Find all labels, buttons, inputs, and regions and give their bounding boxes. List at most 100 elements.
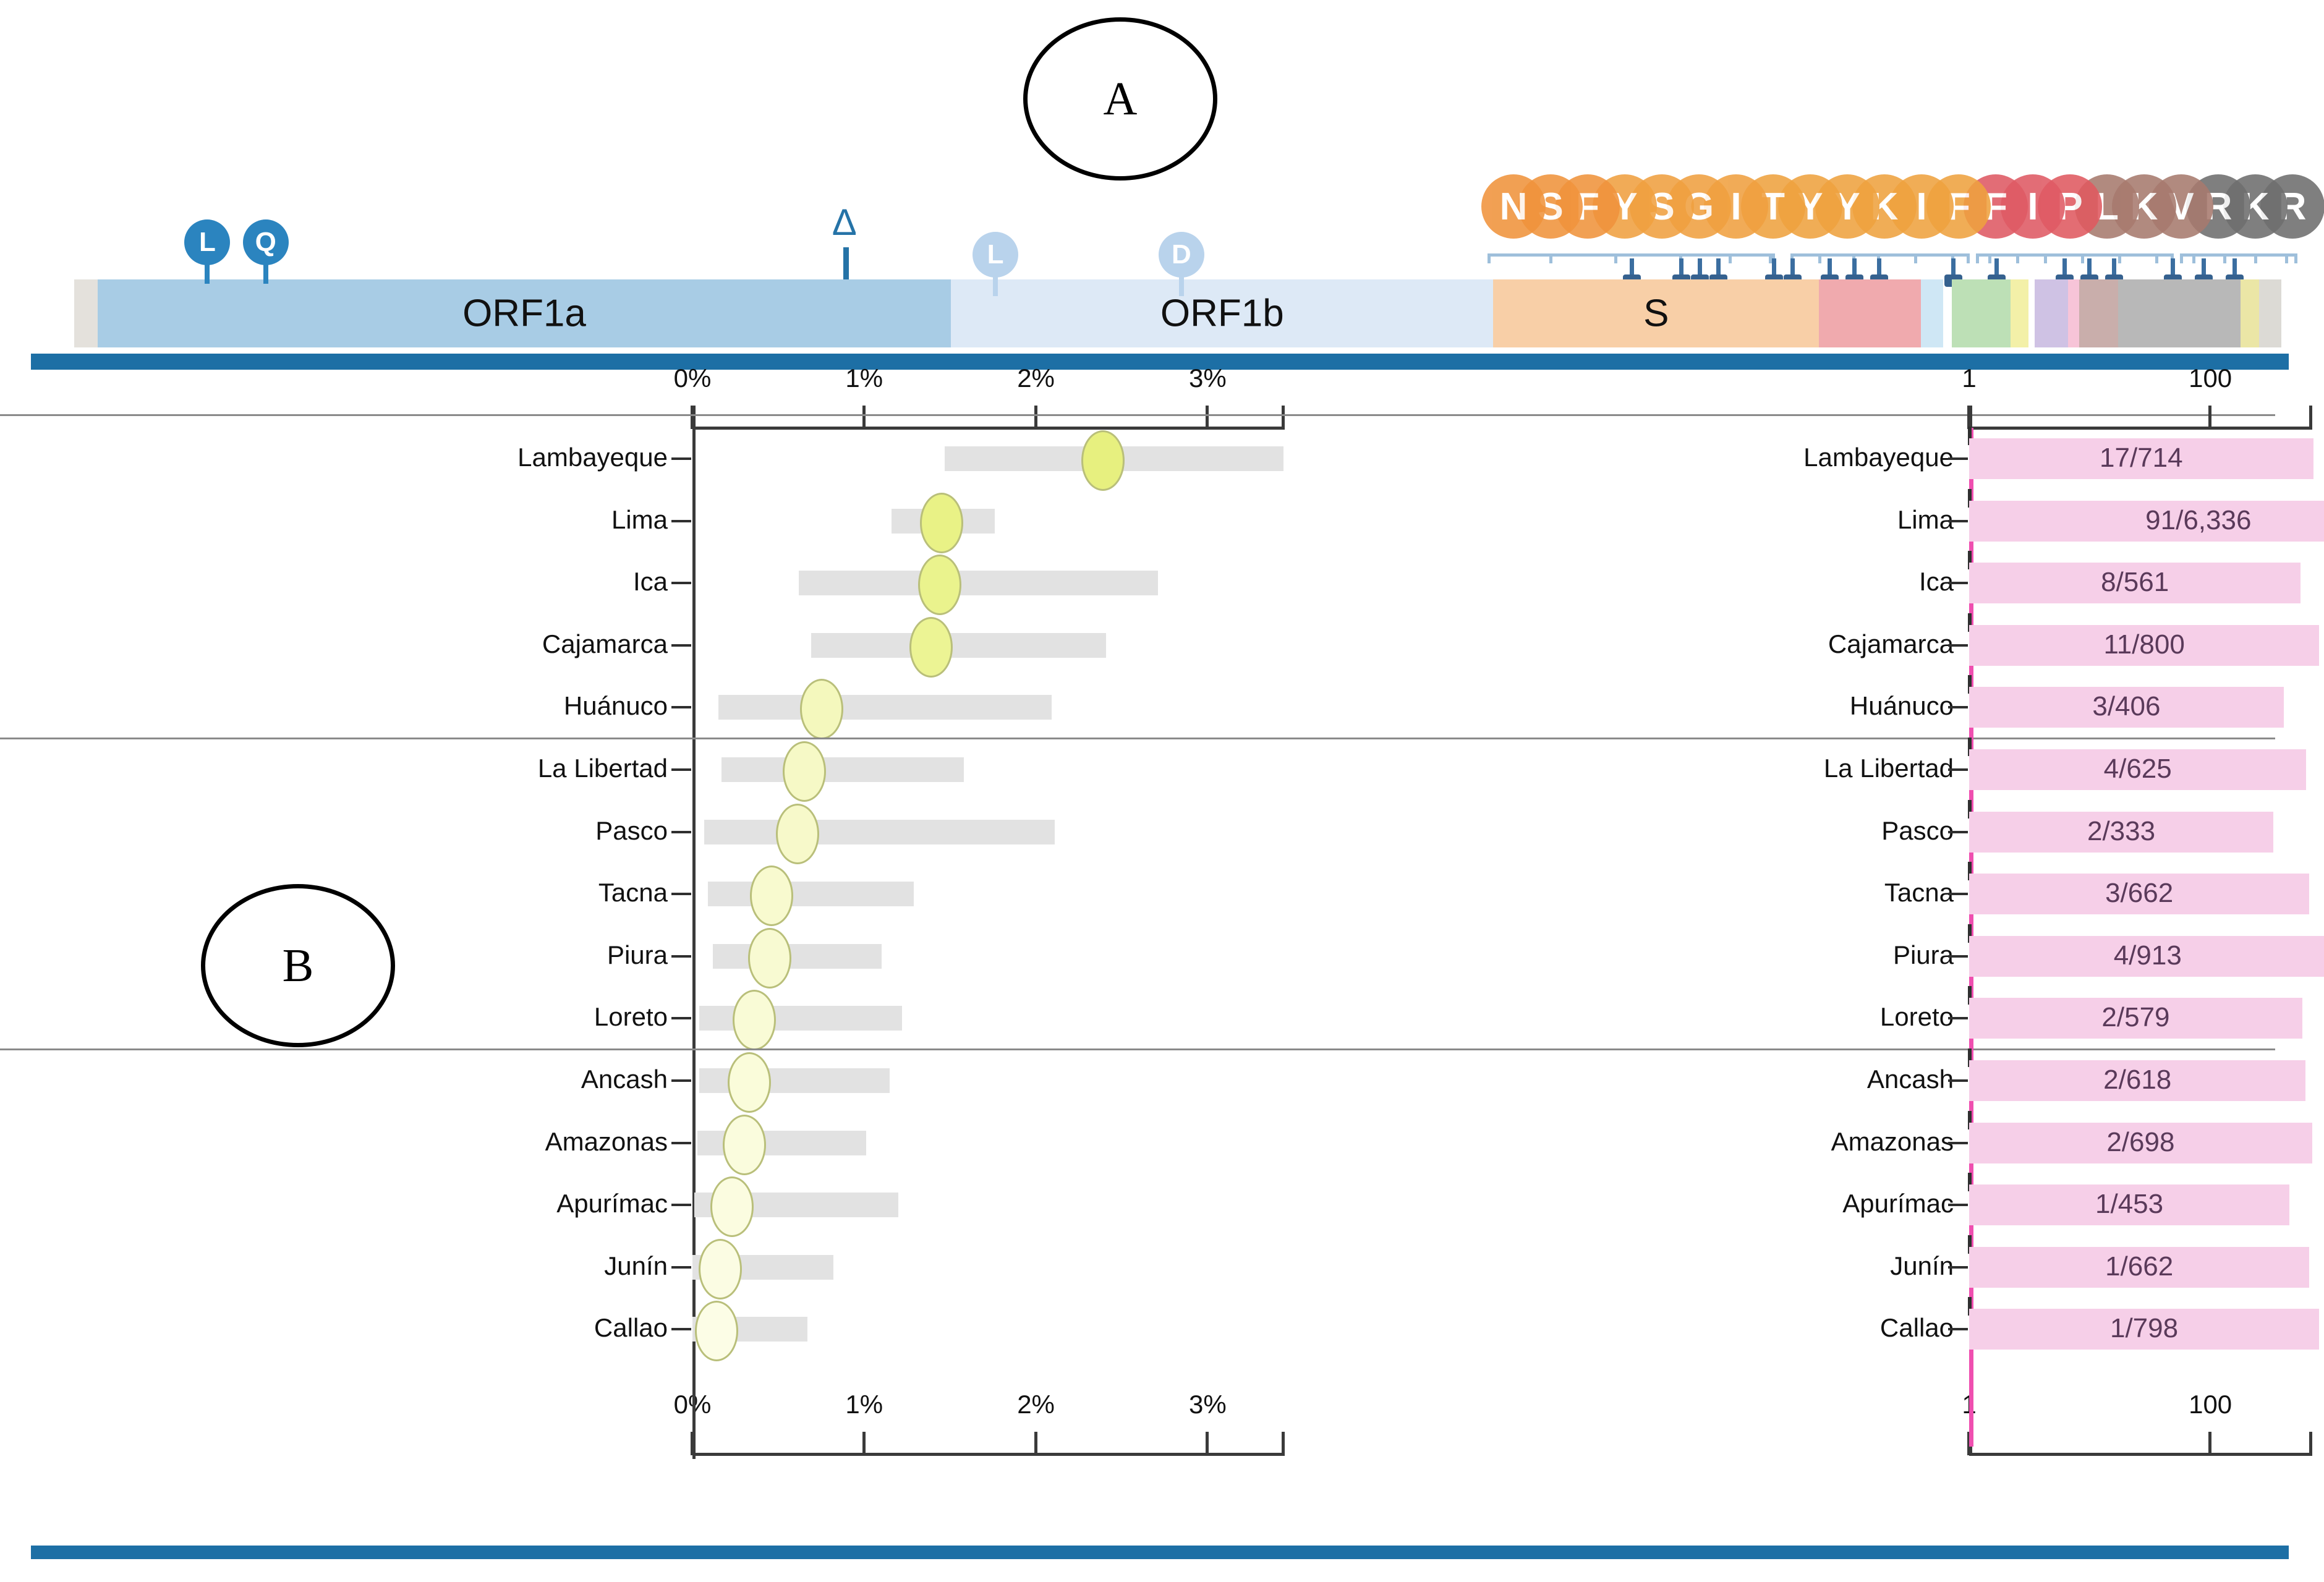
count-region-tick-10 — [1948, 1079, 1968, 1082]
region-label-ancash: Ancash — [581, 1065, 668, 1094]
prevalence-axis-tick-label-bottom-3: 3% — [1188, 1390, 1227, 1419]
region-tick-8 — [671, 955, 691, 958]
count-region-label-piura: Piura — [1892, 940, 1954, 969]
region-tick-7 — [671, 893, 691, 896]
count-bar-3 — [1969, 624, 2320, 666]
mutation-tick-1 — [1614, 253, 1617, 263]
count-ratio-12: 1/453 — [2095, 1189, 2164, 1220]
prevalence-axis-tick-top-0 — [691, 406, 694, 429]
prevalence-marker-13 — [698, 1238, 742, 1299]
region-label-pasco: Pasco — [595, 815, 668, 845]
count-region-tick-0 — [1948, 457, 1968, 460]
genome-pin-d-3: D — [1158, 232, 1204, 296]
prevalence-marker-14 — [695, 1301, 739, 1362]
count-axis-minor-tick-5 — [1968, 738, 1972, 756]
prevalence-axis-line-top — [692, 427, 1285, 430]
count-bar-6 — [1969, 811, 2274, 853]
count-axis-minor-tick-7 — [1968, 862, 1972, 881]
count-region-label-ancash: Ancash — [1866, 1065, 1954, 1094]
mutation-tick-13 — [2081, 253, 2084, 263]
mutation-lollipop-7 — [1845, 258, 1863, 287]
genome-segment-orf1b: ORF1b — [951, 279, 1494, 347]
count-axis-cap-right-top — [2309, 406, 2312, 429]
count-axis-tick-label-top-1: 100 — [2189, 364, 2232, 393]
prevalence-axis-tick-top-3 — [1206, 406, 1209, 429]
amino-acid-n-0: N — [1481, 174, 1546, 239]
count-axis-tick-bottom-1 — [2208, 1432, 2212, 1455]
count-bar-8 — [1969, 935, 2324, 977]
confidence-interval-7 — [708, 882, 914, 907]
mutation-lollipop-14 — [2164, 258, 2182, 287]
region-tick-5 — [671, 768, 691, 771]
region-tick-10 — [671, 1079, 691, 1082]
count-region-tick-8 — [1948, 955, 1968, 958]
region-tick-1 — [671, 519, 691, 522]
prevalence-axis-cap-right-bottom — [1282, 1432, 1285, 1455]
genome-segment-label-spike: S — [1643, 292, 1669, 335]
count-axis-minor-tick-4 — [1968, 675, 1972, 694]
mutation-lollipop-2 — [1691, 258, 1709, 287]
count-axis-tick-top-0 — [1967, 406, 1970, 429]
region-tick-13 — [671, 1265, 691, 1269]
genome-segment-e — [1921, 279, 1944, 347]
count-bar-13 — [1969, 1246, 2310, 1288]
mutation-lollipop-0 — [1623, 258, 1641, 287]
count-axis-minor-tick-11 — [1968, 1110, 1972, 1129]
region-label-amazonas: Amazonas — [545, 1126, 668, 1156]
prevalence-axis-tick-top-1 — [862, 406, 866, 429]
mutation-bracket-3 — [2180, 253, 2297, 263]
prevalence-axis-tick-label-top-1: 1% — [845, 364, 883, 393]
mutation-tick-14 — [2118, 253, 2121, 263]
prevalence-marker-7 — [750, 865, 793, 927]
confidence-interval-9 — [699, 1006, 902, 1031]
confidence-interval-5 — [721, 757, 964, 782]
mutation-tick-11 — [2016, 253, 2019, 263]
count-region-tick-13 — [1948, 1265, 1968, 1269]
confidence-interval-8 — [713, 943, 882, 969]
count-axis-tick-label-top-0: 1 — [1962, 364, 1977, 393]
region-label-lima: Lima — [611, 504, 668, 534]
mutation-tick-3 — [1729, 253, 1732, 263]
mutation-lollipop-15 — [2195, 258, 2213, 287]
mutation-lollipop-12 — [2080, 258, 2098, 287]
mutation-bracket-2 — [1976, 253, 2174, 263]
mutation-lollipop-10 — [1988, 258, 2006, 287]
count-ratio-11: 2/698 — [2106, 1126, 2175, 1157]
genome-segment-spike: S — [1493, 279, 1820, 347]
count-axis-tick-label-bottom-1: 100 — [2189, 1390, 2232, 1419]
count-region-tick-5 — [1948, 768, 1968, 771]
mutation-lollipop-5 — [1784, 258, 1802, 287]
count-region-label-ica: Ica — [1918, 567, 1954, 597]
prevalence-axis-tick-bottom-3 — [1206, 1432, 1209, 1455]
genome-segment-orf8 — [2079, 279, 2119, 347]
count-region-label-tacna: Tacna — [1884, 878, 1954, 908]
count-bar-5 — [1969, 749, 2307, 790]
confidence-interval-3 — [811, 632, 1107, 658]
count-region-label-lima: Lima — [1897, 504, 1954, 534]
count-axis-minor-tick-8 — [1968, 924, 1972, 943]
region-tick-0 — [671, 457, 691, 460]
prevalence-axis-tick-label-bottom-2: 2% — [1017, 1390, 1055, 1419]
genome-segment-orf1a: ORF1a — [97, 279, 951, 347]
prevalence-marker-12 — [710, 1176, 754, 1238]
count-axis-minor-tick-3 — [1968, 613, 1972, 632]
count-region-tick-3 — [1948, 644, 1968, 647]
mutation-tick-19 — [2285, 253, 2288, 263]
count-region-label-huánuco: Huánuco — [1849, 691, 1954, 721]
count-region-tick-6 — [1948, 830, 1968, 833]
mutation-tick-15 — [2155, 253, 2158, 263]
panel-b-badge: B — [201, 884, 395, 1047]
genome-segment-orf10 — [2240, 279, 2260, 347]
mutation-lollipop-8 — [1870, 258, 1888, 287]
genome-segment-utr5 — [74, 279, 98, 347]
mutation-tick-18 — [2254, 253, 2257, 263]
region-label-la-libertad: La Libertad — [537, 754, 668, 783]
prevalence-axis-tick-bottom-1 — [862, 1432, 866, 1455]
count-ratio-0: 17/714 — [2100, 443, 2183, 473]
mutation-lollipop-13 — [2105, 258, 2123, 287]
confidence-interval-6 — [704, 819, 1055, 844]
count-ratio-5: 4/625 — [2103, 754, 2172, 784]
count-ratio-6: 2/333 — [2087, 815, 2156, 846]
prevalence-axis-tick-bottom-2 — [1034, 1432, 1037, 1455]
